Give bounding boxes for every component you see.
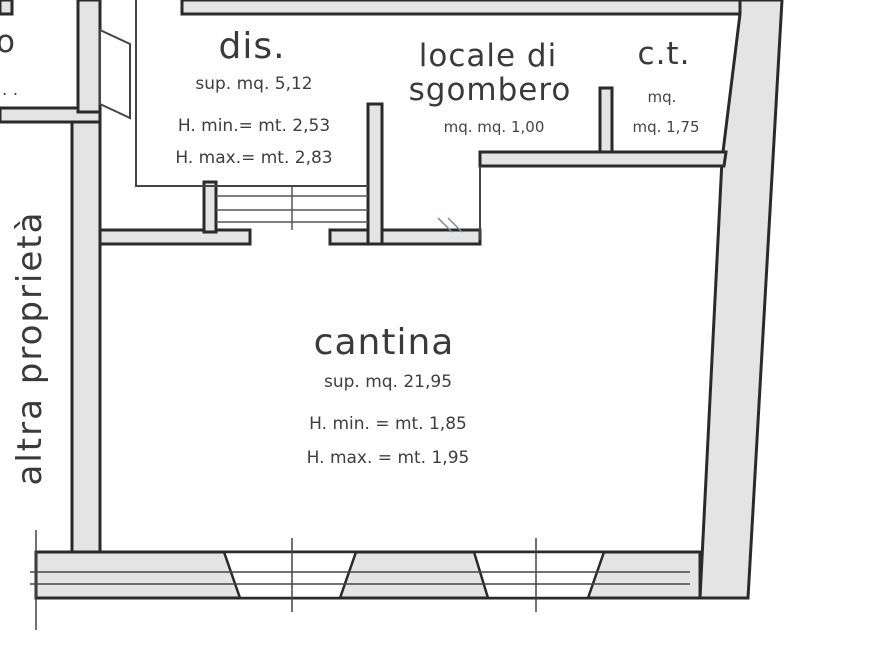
wall-sgombero-ct [598, 86, 614, 154]
ct-room-name: c.t. [637, 36, 691, 72]
wall-stair-left [202, 180, 218, 234]
left-room-dots: . . [1, 80, 19, 100]
dis-room-hmax: H. max.= mt. 2,83 [175, 148, 333, 168]
bottom-window-left [222, 550, 358, 600]
wall-upper-left [0, 106, 102, 124]
altra-proprieta-label: altra proprietà [10, 210, 50, 486]
sgombero-room-name-2: sgombero [408, 72, 572, 108]
ct-room-area-2: mq. 1,75 [632, 118, 700, 136]
dis-room-name: dis. [218, 26, 286, 67]
cantina-room-hmin: H. min. = mt. 1,85 [309, 414, 467, 434]
wall-ct-bottom [478, 150, 728, 168]
sgombero-room-name-1: locale di [418, 38, 558, 74]
wall-dis-bottom-right [328, 228, 482, 246]
wall-left [70, 110, 102, 554]
ct-room-area-1: mq. [647, 88, 677, 106]
left-window [99, 28, 131, 120]
wall-right-outer [698, 0, 784, 600]
dis-room-area: sup. mq. 5,12 [195, 74, 313, 94]
bottom-window-right [472, 550, 606, 600]
wall-dis-bottom-left [98, 228, 252, 246]
left-room-label: o [0, 24, 16, 60]
wall-top-left-stub [0, 0, 14, 16]
drain-mark [437, 217, 463, 233]
dis-room-outline [135, 0, 368, 187]
stair [216, 186, 368, 230]
dis-room-hmin: H. min.= mt. 2,53 [177, 116, 331, 136]
sgombero-room-area: mq. mq. 1,00 [443, 118, 545, 136]
wall-upper-left-vertical [76, 0, 102, 114]
cantina-room-hmax: H. max. = mt. 1,95 [306, 448, 470, 468]
wall-dis-sgombero [366, 102, 384, 246]
cantina-room-area: sup. mq. 21,95 [323, 372, 453, 392]
wall-top [180, 0, 742, 16]
cantina-room-name: cantina [313, 322, 455, 363]
